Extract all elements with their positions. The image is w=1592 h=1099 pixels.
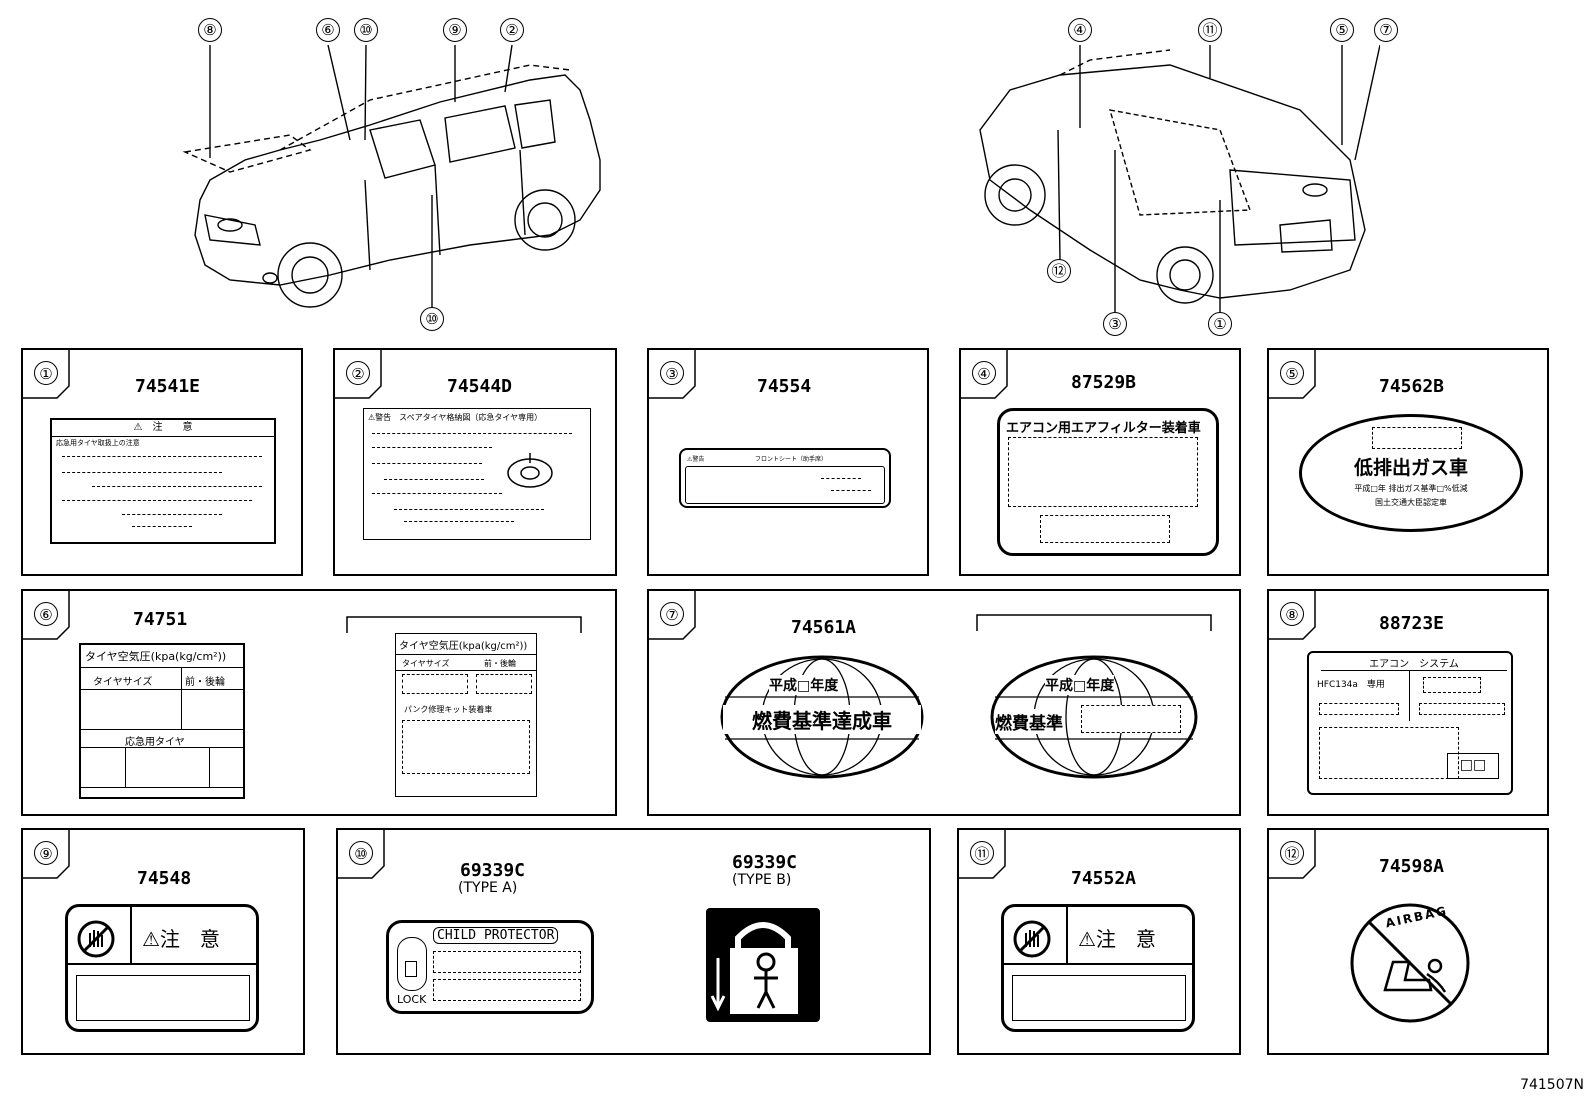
- callout-12: ⑫: [1047, 259, 1071, 283]
- label-title: 低排出ガス車: [1353, 457, 1468, 479]
- part-number: 87529B: [1071, 372, 1137, 393]
- label-year: 平成□年度: [1045, 675, 1115, 695]
- label-year: 平成□年度: [769, 675, 839, 695]
- panel-number: ①: [34, 361, 58, 385]
- caution-text: ⚠注 意: [1078, 927, 1156, 951]
- row-spare-tire: 応急用タイヤ: [125, 737, 185, 748]
- part-number: 74598A: [1379, 856, 1445, 877]
- spare-tire-icon: [507, 453, 553, 488]
- col-front-rear: 前・後輪: [484, 659, 516, 668]
- part-number-type-b: 69339C: [732, 852, 798, 873]
- label-line1: 平成□年 排出ガス基準□%低減: [1354, 484, 1468, 493]
- panel-number: ⑦: [660, 602, 684, 626]
- part-number: 74552A: [1071, 868, 1137, 889]
- panel-11: ⑪ 74552A ⚠注 意: [957, 828, 1241, 1055]
- panel-4: ④ 87529B エアコン用エアフィルター装着車: [959, 348, 1241, 576]
- label-74552A: ⚠注 意: [1001, 904, 1195, 1032]
- col-front-rear: 前・後輪: [185, 677, 225, 688]
- part-number: 74544D: [447, 376, 513, 397]
- rear-vehicle-illustration: [979, 44, 1380, 312]
- panel-7: ⑦ 74561A 平成□年度 燃費基準達成車 平成□年度 燃費基準: [647, 589, 1241, 816]
- label-74751: タイヤ空気圧(kpa(kg/cm²)) タイヤサイズ 前・後輪 応急用タイヤ: [79, 643, 245, 799]
- label-title: ⚠警告: [687, 456, 705, 463]
- label-88723E: エアコン システム HFC134a 専用 □□: [1307, 651, 1513, 795]
- label-74554: ⚠警告 フロントシート（助手席）: [679, 448, 891, 508]
- label-title: タイヤ空気圧(kpa(kg/cm²)): [399, 641, 528, 652]
- label-subtitle: 応急用タイヤ取扱上の注意: [56, 439, 140, 447]
- callout-6: ⑥: [316, 18, 340, 42]
- label-main: 燃費基準達成車: [723, 705, 921, 734]
- label-child-protector-type-a: CHILD PROTECTOR LOCK: [386, 920, 594, 1014]
- col-tire-size: タイヤサイズ: [402, 659, 450, 668]
- child-protector-text: CHILD PROTECTOR: [433, 927, 559, 944]
- panel-9: ⑨ 74548 ⚠注 意: [21, 828, 305, 1055]
- part-number: 74751: [133, 609, 188, 630]
- no-touch-icon: [1013, 920, 1051, 958]
- row-repair-kit: パンク修理キット装着車: [404, 705, 493, 714]
- panel-3: ③ 74554 ⚠警告 フロントシート（助手席）: [647, 348, 929, 576]
- front-vehicle-illustration: [182, 44, 601, 312]
- panel-number: ⑤: [1280, 361, 1304, 385]
- label-74751-variant: タイヤ空気圧(kpa(kg/cm²)) タイヤサイズ 前・後輪 パンク修理キット…: [395, 633, 537, 797]
- type-a-caption: (TYPE A): [458, 880, 518, 896]
- callout-7: ⑦: [1374, 18, 1398, 42]
- part-number-type-a: 69339C: [460, 860, 526, 881]
- callout-5: ⑤: [1330, 18, 1354, 42]
- label-title: エアコン システム: [1321, 655, 1507, 671]
- label-title: エアコン用エアフィルター装着車: [1006, 421, 1201, 436]
- diagram-number: 741507N: [1520, 1077, 1584, 1093]
- panel-1: ① 74541E ⚠ 注 意 応急用タイヤ取扱上の注意: [21, 348, 303, 576]
- panel-number: ⑧: [1280, 602, 1304, 626]
- panel-number: ③: [660, 361, 684, 385]
- panel-2: ② 74544D ⚠警告 スペアタイヤ格納図（応急タイヤ専用）: [333, 348, 617, 576]
- lock-text: LOCK: [397, 993, 427, 1006]
- panel-6: ⑥ 74751 タイヤ空気圧(kpa(kg/cm²)) タイヤサイズ 前・後輪 …: [21, 589, 617, 816]
- col-tire-size: タイヤサイズ: [93, 677, 153, 688]
- caution-text: ⚠注 意: [142, 927, 220, 951]
- label-main: 燃費基準: [995, 709, 1063, 734]
- label-title: タイヤ空気圧(kpa(kg/cm²)): [85, 650, 227, 663]
- panel-number: ②: [346, 361, 370, 385]
- panel-10: ⑩ 69339C (TYPE A) 69339C (TYPE B) CHILD …: [336, 828, 931, 1055]
- part-number: 74561A: [791, 617, 857, 638]
- callout-11: ⑪: [1198, 18, 1222, 42]
- panel-12: ⑫ 74598A AIRBAG: [1267, 828, 1549, 1055]
- part-number: 74548: [137, 868, 192, 889]
- panel-number: ⑥: [34, 602, 58, 626]
- label-subtitle: フロントシート（助手席）: [755, 456, 828, 463]
- label-title: ⚠ 注 意: [52, 420, 274, 437]
- panel-8: ⑧ 88723E エアコン システム HFC134a 専用 □□: [1267, 589, 1549, 816]
- callout-3: ③: [1103, 312, 1127, 336]
- panel-5: ⑤ 74562B 低排出ガス車 平成□年 排出ガス基準□%低減 国土交通大臣認定…: [1267, 348, 1549, 576]
- panel-number: ⑨: [34, 841, 58, 865]
- callout-10-bottom: ⑩: [420, 307, 444, 331]
- label-74562B: 低排出ガス車 平成□年 排出ガス基準□%低減 国土交通大臣認定車: [1299, 414, 1523, 532]
- label-87529B: エアコン用エアフィルター装着車: [997, 408, 1219, 556]
- panel-number: ⑫: [1280, 841, 1304, 865]
- label-74544D: ⚠警告 スペアタイヤ格納図（応急タイヤ専用）: [363, 408, 591, 540]
- label-refrigerant: HFC134a 専用: [1317, 680, 1385, 690]
- callout-9: ⑨: [443, 18, 467, 42]
- callout-1: ①: [1208, 312, 1232, 336]
- child-lock-icon: [706, 908, 820, 1022]
- label-line2: 国土交通大臣認定車: [1375, 498, 1447, 507]
- panel-number: ⑩: [349, 841, 373, 865]
- airbag-icon: [1350, 903, 1470, 1023]
- label-title: ⚠警告 スペアタイヤ格納図（応急タイヤ専用）: [368, 413, 543, 422]
- part-number: 74562B: [1379, 376, 1445, 397]
- callout-10: ⑩: [354, 18, 378, 42]
- callout-8: ⑧: [198, 18, 222, 42]
- part-number: 74554: [757, 376, 812, 397]
- label-74541E: ⚠ 注 意 応急用タイヤ取扱上の注意: [50, 418, 276, 544]
- label-box: □□: [1447, 753, 1499, 779]
- panel-number: ⑪: [970, 841, 994, 865]
- callout-2: ②: [500, 18, 524, 42]
- callout-4: ④: [1068, 18, 1092, 42]
- label-74548: ⚠注 意: [65, 904, 259, 1032]
- no-touch-icon: [77, 920, 115, 958]
- part-number: 74541E: [135, 376, 201, 397]
- type-b-caption: (TYPE B): [732, 872, 792, 888]
- panel-number: ④: [972, 361, 996, 385]
- part-number: 88723E: [1379, 613, 1445, 634]
